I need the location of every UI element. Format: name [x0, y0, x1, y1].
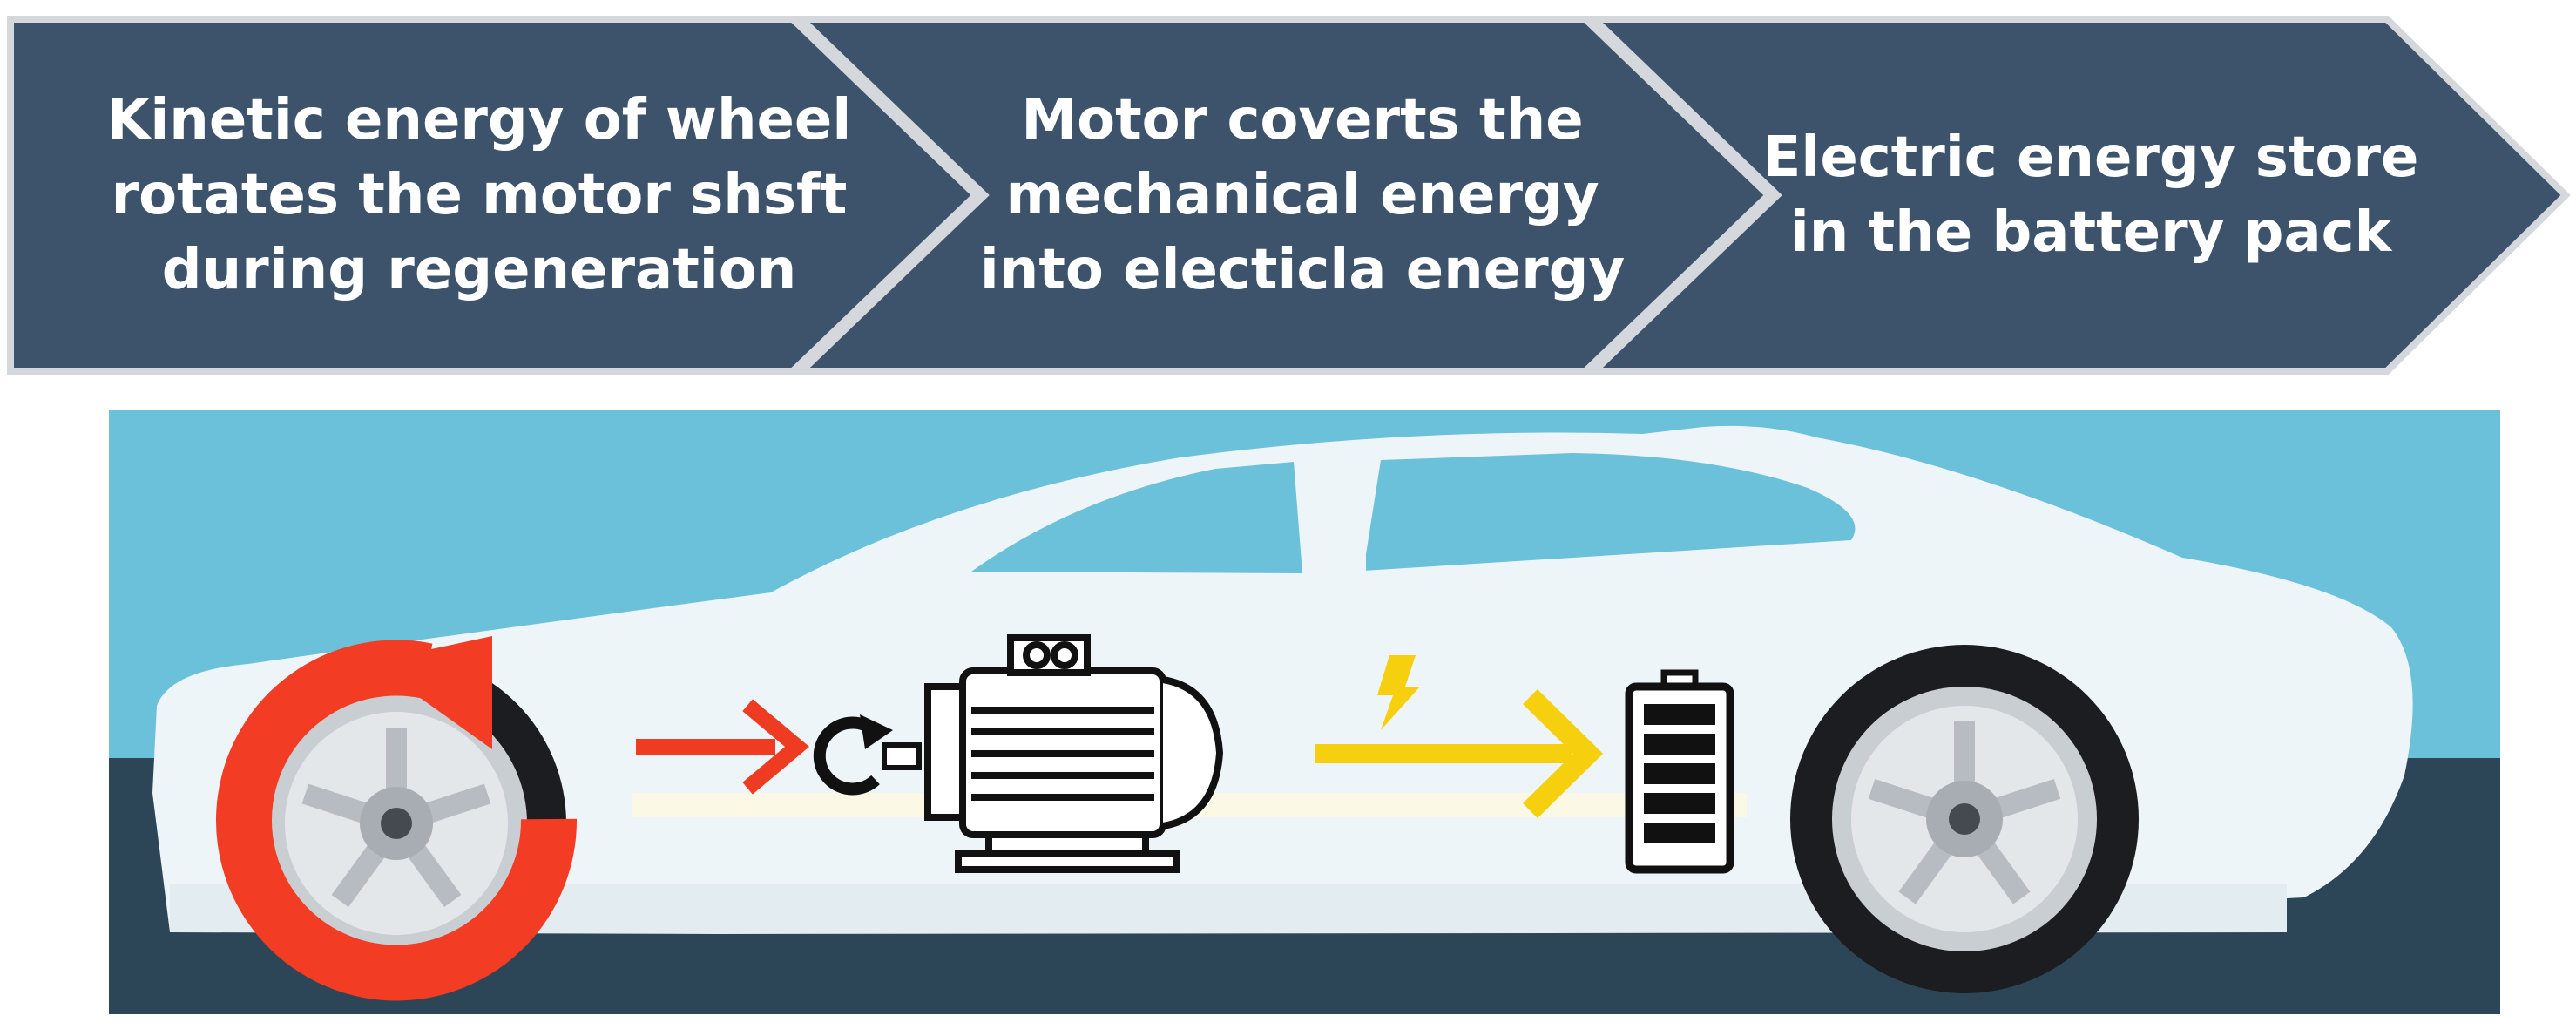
step-2-text: Motor coverts the mechanical energy into… — [979, 88, 1626, 302]
step-2-chevron — [793, 16, 1774, 375]
mechanical-energy-arrow — [636, 699, 809, 795]
car-lower-band — [170, 884, 2287, 934]
electrical-energy-arrow — [1315, 689, 1604, 818]
rear-wheel — [1790, 645, 2139, 993]
step-1-text: Kinetic energy of wheel rotates the moto… — [106, 88, 852, 302]
step-3-text: Electric energy store in the battery pac… — [1762, 125, 2419, 265]
regenerative-braking-illustration — [109, 410, 2500, 1014]
step-3-chevron — [1585, 16, 2571, 375]
rear-window — [1363, 453, 1856, 571]
motor-icon — [924, 634, 1224, 873]
front-window — [971, 462, 1302, 573]
wheel-rotation-icon — [216, 636, 578, 1001]
battery-icon — [1625, 669, 1734, 874]
lightning-bolt-icon — [1377, 655, 1420, 730]
step-1-chevron — [7, 16, 981, 375]
shaft-rotation-icon — [813, 714, 922, 796]
process-flow-bar — [7, 16, 2571, 375]
